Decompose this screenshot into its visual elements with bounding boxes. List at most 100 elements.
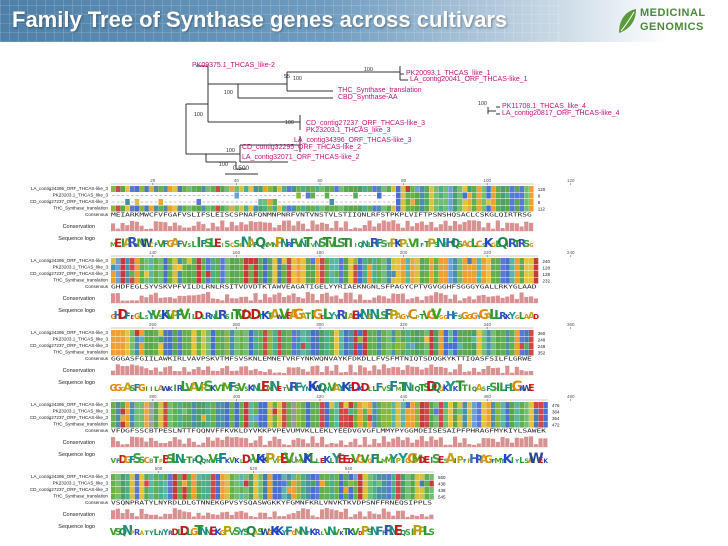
sequence-logo-glyph: P — [427, 236, 435, 250]
residue-cell — [320, 271, 325, 277]
sequence-logo-glyph: K — [275, 525, 285, 538]
conservation-bar — [291, 439, 296, 447]
residue-cell — [443, 336, 449, 343]
conservation-bar — [267, 369, 272, 375]
residue-cell — [353, 480, 358, 487]
conservation-bar — [244, 224, 249, 231]
residue-cell — [457, 192, 463, 199]
residue-cell — [305, 264, 311, 271]
residue-cell — [239, 336, 244, 343]
residue-cell — [225, 402, 230, 408]
conservation-bar — [182, 443, 187, 447]
residue-cell — [172, 277, 178, 284]
residue-cell — [453, 415, 458, 421]
residue-cell — [115, 330, 121, 336]
residue-cell — [481, 199, 487, 205]
conservation-bar — [438, 366, 443, 375]
sequence-logo-glyph: F — [382, 531, 386, 537]
conservation-bar — [396, 367, 401, 375]
conservation-bar — [272, 227, 277, 231]
residue-cell — [120, 271, 126, 277]
residue-cell — [396, 186, 401, 192]
sequence-logo-glyph: G — [356, 453, 365, 466]
sequence-logo-glyph: G — [461, 311, 469, 322]
sequence-logo-glyph: I — [311, 307, 316, 322]
sequence-logo-glyph: Q — [318, 382, 327, 394]
residue-cell — [324, 343, 330, 349]
conservation-bar — [120, 444, 125, 447]
sequence-logo-glyph: V — [236, 307, 247, 323]
residue-cell — [196, 402, 202, 408]
residue-cell — [472, 264, 477, 271]
conservation-bar — [210, 514, 215, 519]
conservation-bar — [115, 228, 120, 231]
residue-cell — [134, 264, 140, 271]
residue-cell — [529, 343, 534, 349]
residue-cell — [486, 277, 491, 284]
residue-cell — [153, 186, 159, 192]
residue-cell — [386, 480, 392, 487]
residue-cell — [158, 258, 164, 264]
residue-cell — [386, 271, 392, 277]
conservation-bar — [367, 370, 372, 375]
sequence-logo-glyph: S — [428, 528, 434, 538]
residue-cell — [282, 493, 287, 500]
conservation-bar — [353, 438, 358, 447]
residue-cell — [419, 487, 425, 493]
residue-cell — [282, 408, 287, 415]
ruler-tick-label: 280 — [233, 322, 241, 327]
residue-cell — [134, 421, 140, 428]
conservation-bar — [320, 509, 325, 519]
sequence-logo-glyph: V — [328, 381, 337, 394]
residue-cell — [248, 480, 254, 487]
residue-cell — [438, 415, 444, 421]
residue-cell — [320, 493, 325, 500]
sequence-logo-glyph: Y — [397, 452, 408, 467]
residue-cell — [210, 408, 216, 415]
residue-cell — [481, 186, 487, 192]
residue-cell — [410, 205, 415, 212]
conservation-bar — [510, 222, 515, 231]
residue-cell — [339, 271, 344, 277]
row-label: THC_Synthase_translation — [53, 494, 108, 499]
residue-cell — [453, 186, 458, 192]
sequence-logo-glyph: G — [293, 307, 304, 323]
residue-cell — [500, 402, 506, 408]
sequence-logo-glyph: K — [484, 235, 494, 250]
conservation-bar — [457, 442, 462, 447]
sequence-logo-glyph: R — [127, 236, 137, 251]
residue-cell — [272, 264, 278, 271]
sequence-logo-glyph: V — [361, 452, 370, 466]
residue-cell — [139, 343, 145, 349]
residue-cell — [339, 264, 344, 271]
residue-cell — [415, 192, 420, 199]
sequence-logo-glyph: C — [408, 307, 418, 323]
residue-cell — [514, 199, 520, 205]
residue-cell — [348, 487, 354, 493]
residue-cell — [201, 408, 206, 415]
residue-cell — [272, 349, 278, 356]
conservation-bar — [196, 366, 201, 375]
residue-cell — [196, 277, 202, 284]
residue-cell — [125, 402, 130, 408]
residue-cell — [282, 271, 287, 277]
conservation-bar — [253, 516, 258, 519]
residue-cell — [225, 205, 230, 212]
sequence-logo-track-label: Sequence logo — [58, 524, 95, 530]
conservation-bar — [505, 222, 510, 231]
sequence-logo-glyph: N — [122, 523, 133, 539]
residue-cell — [410, 192, 415, 199]
residue-cell — [405, 258, 411, 264]
residue-cell — [486, 330, 491, 336]
residue-cell — [115, 480, 121, 487]
sequence-logo-glyph: N — [369, 308, 380, 323]
residue-cell — [229, 343, 235, 349]
residue-cell — [263, 349, 268, 356]
residue-cell — [301, 480, 306, 487]
residue-cell — [334, 336, 339, 343]
bootstrap-value: 100 — [364, 67, 373, 73]
sequence-logo-glyph: E — [286, 311, 293, 322]
conservation-bar — [329, 370, 334, 375]
residue-cell — [282, 421, 287, 428]
ruler-tick-label: 220 — [483, 250, 491, 255]
